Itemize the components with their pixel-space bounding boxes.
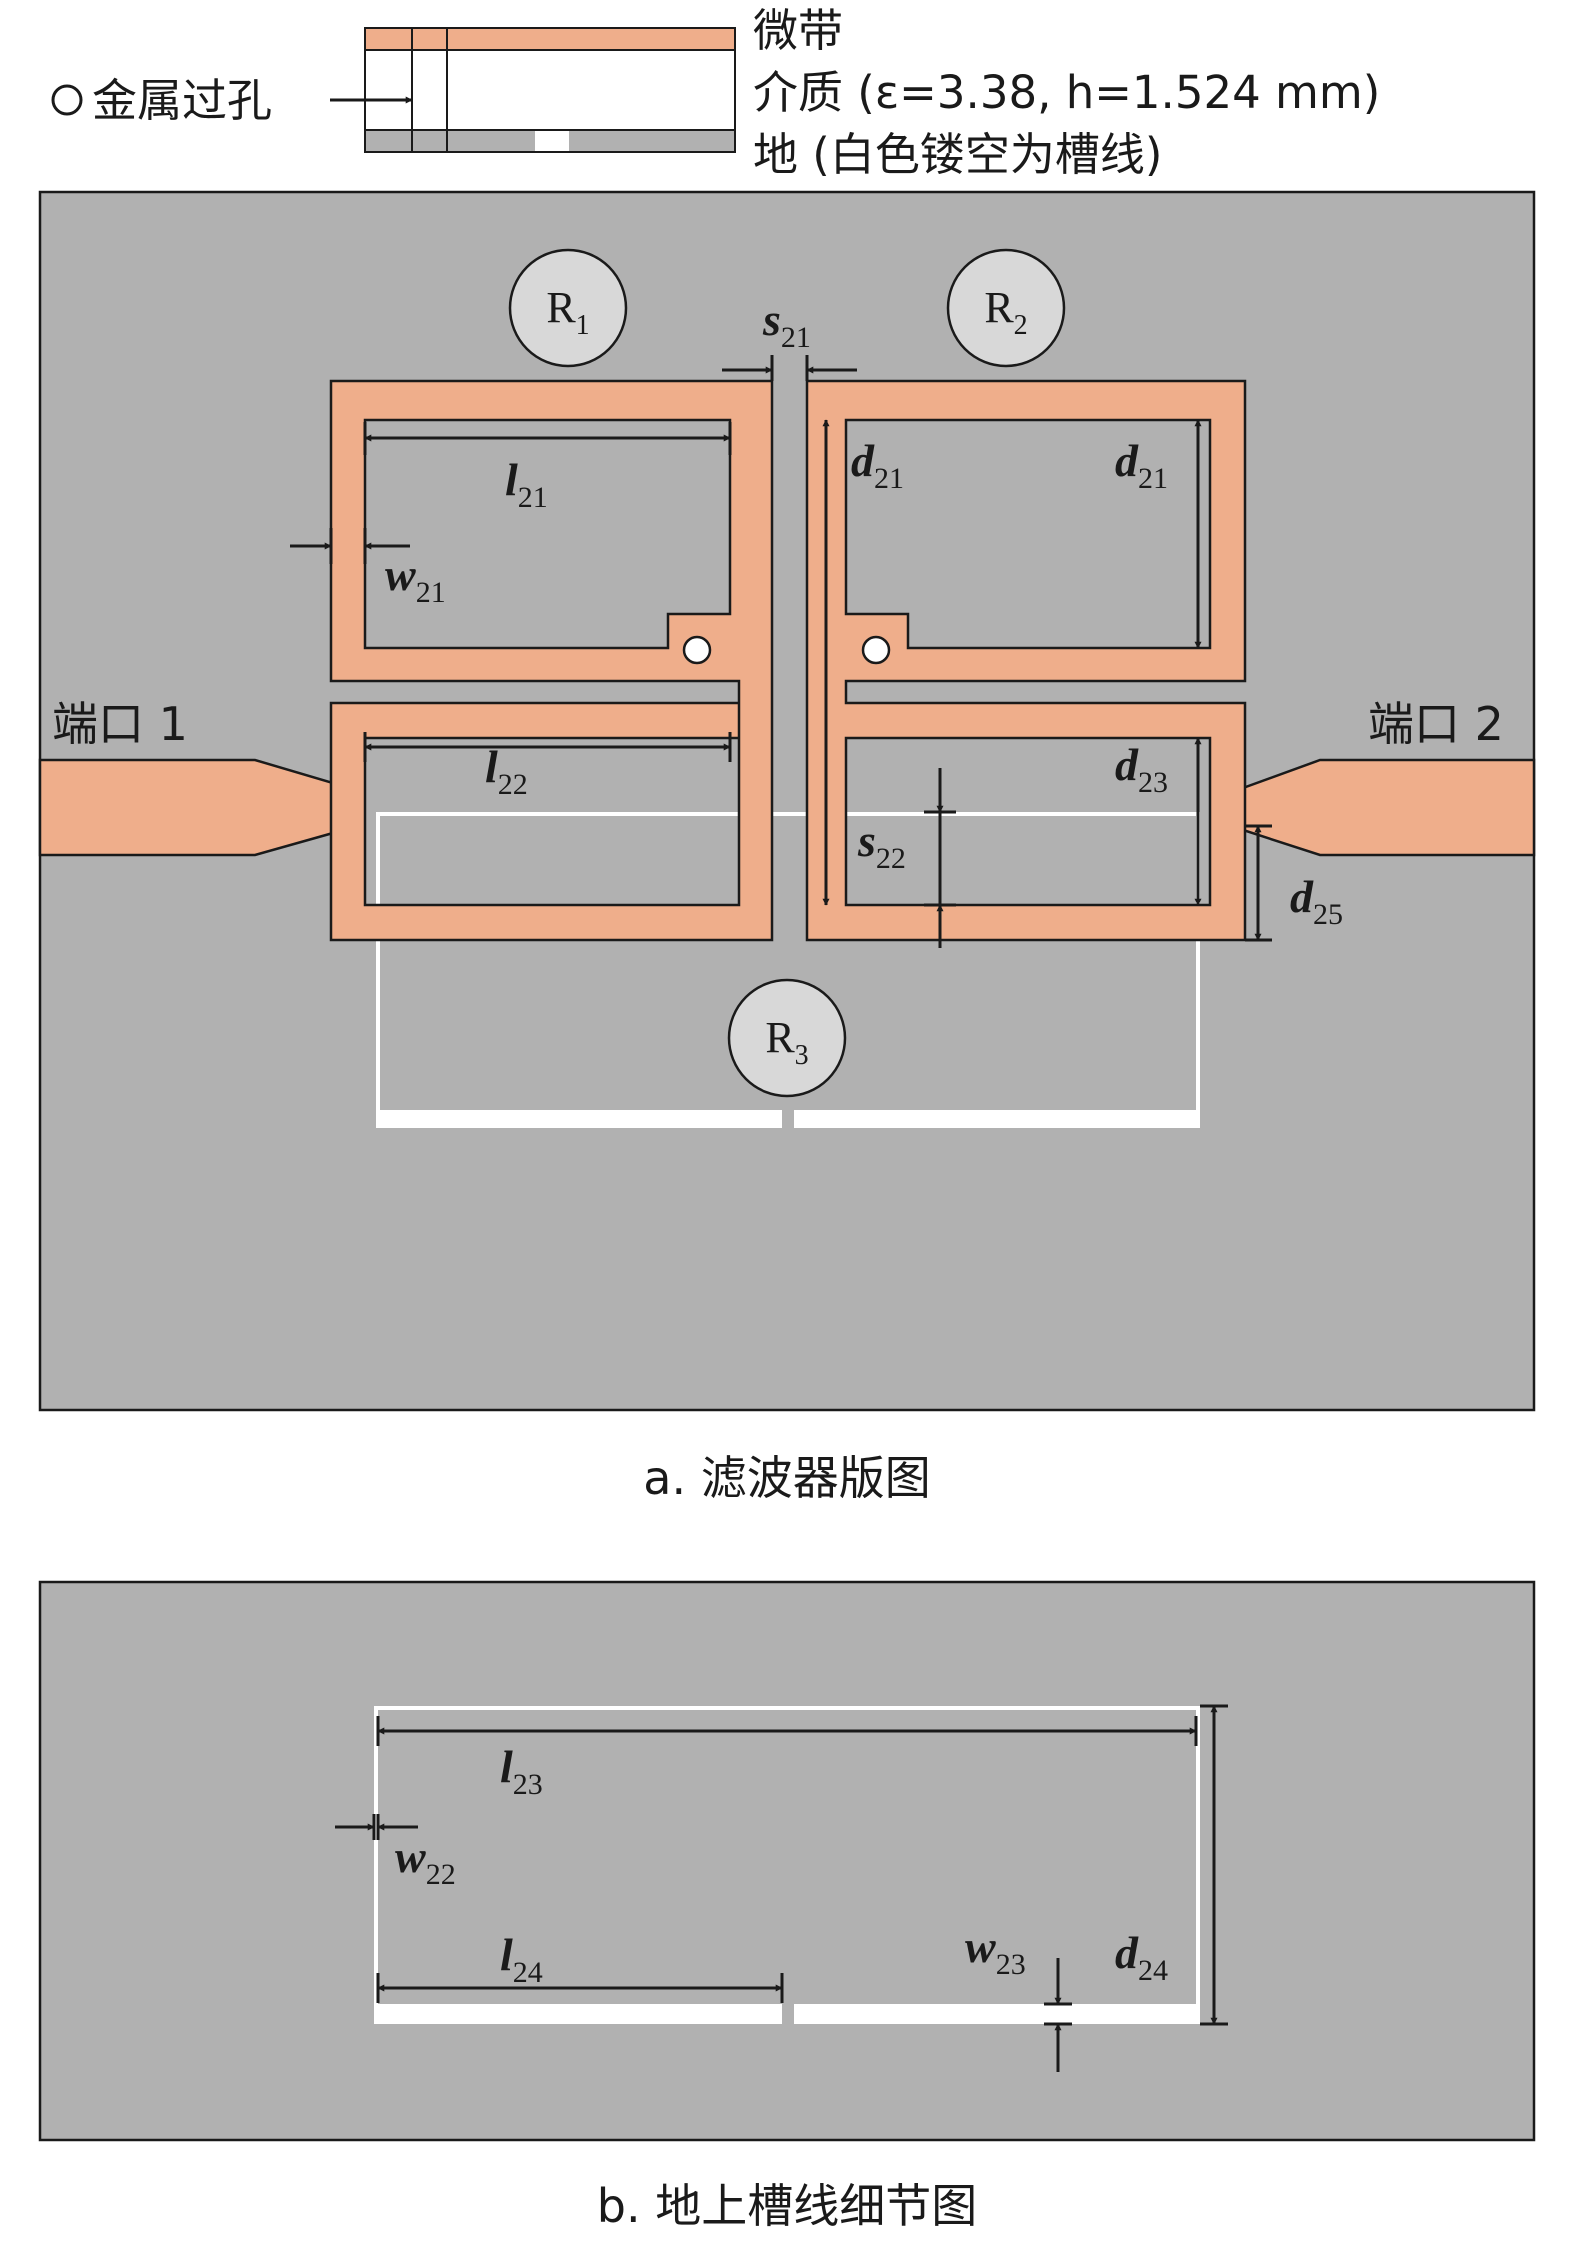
ground-slot-line bbox=[376, 812, 1200, 1128]
svg-text:R1: R1 bbox=[546, 283, 589, 341]
dim-label-w22: w22 bbox=[395, 1831, 456, 1891]
via-legend-label: 金属过孔 bbox=[92, 74, 272, 127]
resonator-right-microstrip bbox=[805, 379, 1247, 942]
resonator-r3-badge: R3 bbox=[727, 978, 847, 1098]
ground-slot-line-detail bbox=[374, 1706, 1200, 2024]
svg-text:R3: R3 bbox=[765, 1013, 808, 1071]
port-1-label: 端口 1 bbox=[52, 697, 188, 751]
legend-microstrip-label: 微带 bbox=[753, 4, 843, 57]
dim-label-s21: s21 bbox=[762, 294, 811, 354]
dim-label-l23: l23 bbox=[500, 1741, 543, 1801]
dim-label-d21-left: d21 bbox=[851, 435, 904, 495]
dimension-arrows-b bbox=[335, 1704, 1228, 2072]
dim-label-d25: d25 bbox=[1290, 871, 1343, 931]
legend-ground-slot bbox=[535, 131, 569, 151]
dim-label-d24: d24 bbox=[1115, 1927, 1168, 1987]
dim-label-d21-right: d21 bbox=[1115, 435, 1168, 495]
panel-a-caption: a. 滤波器版图 bbox=[643, 1451, 930, 1505]
dim-label-l21: l21 bbox=[505, 454, 548, 514]
resonator-left-microstrip bbox=[329, 379, 774, 942]
legend-substrate-label: 介质 (ε=3.38, h=1.524 mm) bbox=[753, 66, 1380, 119]
resonator-r1-badge: R1 bbox=[508, 248, 628, 368]
legend-microstrip-layer bbox=[364, 27, 736, 51]
dim-label-l22: l22 bbox=[485, 741, 528, 801]
dim-label-l24: l24 bbox=[500, 1929, 543, 1989]
legend-substrate-layer bbox=[364, 49, 736, 131]
svg-text:R2: R2 bbox=[984, 283, 1027, 341]
dim-label-w23: w23 bbox=[965, 1921, 1026, 1981]
ground-plane bbox=[38, 1580, 1536, 2142]
resonator-r2-badge: R2 bbox=[946, 248, 1066, 368]
via-right bbox=[861, 635, 891, 665]
panel-a: R1 R2 R3 端口 1 端口 2 bbox=[38, 190, 1536, 1505]
port-2-label: 端口 2 bbox=[1368, 697, 1504, 751]
dim-label-s22: s22 bbox=[857, 815, 906, 875]
layer-legend: 金属过孔 微带 介质 (ε=3.38, h=1.524 mm) 地 (白色镂空为… bbox=[51, 4, 1380, 181]
panel-b-caption: b. 地上槽线细节图 bbox=[597, 2179, 977, 2233]
via-legend-icon bbox=[51, 84, 83, 116]
dim-label-d23: d23 bbox=[1115, 739, 1168, 799]
via-left bbox=[682, 635, 712, 665]
panel-b: l23 w22 l24 w23 d24 b. 地上槽线细节图 bbox=[38, 1580, 1536, 2233]
port-2-feed bbox=[1241, 758, 1536, 857]
dim-label-w21: w21 bbox=[385, 549, 446, 609]
dimension-arrows-a bbox=[290, 355, 1272, 948]
legend-ground-label: 地 (白色镂空为槽线) bbox=[753, 128, 1162, 181]
port-1-feed bbox=[38, 758, 335, 857]
